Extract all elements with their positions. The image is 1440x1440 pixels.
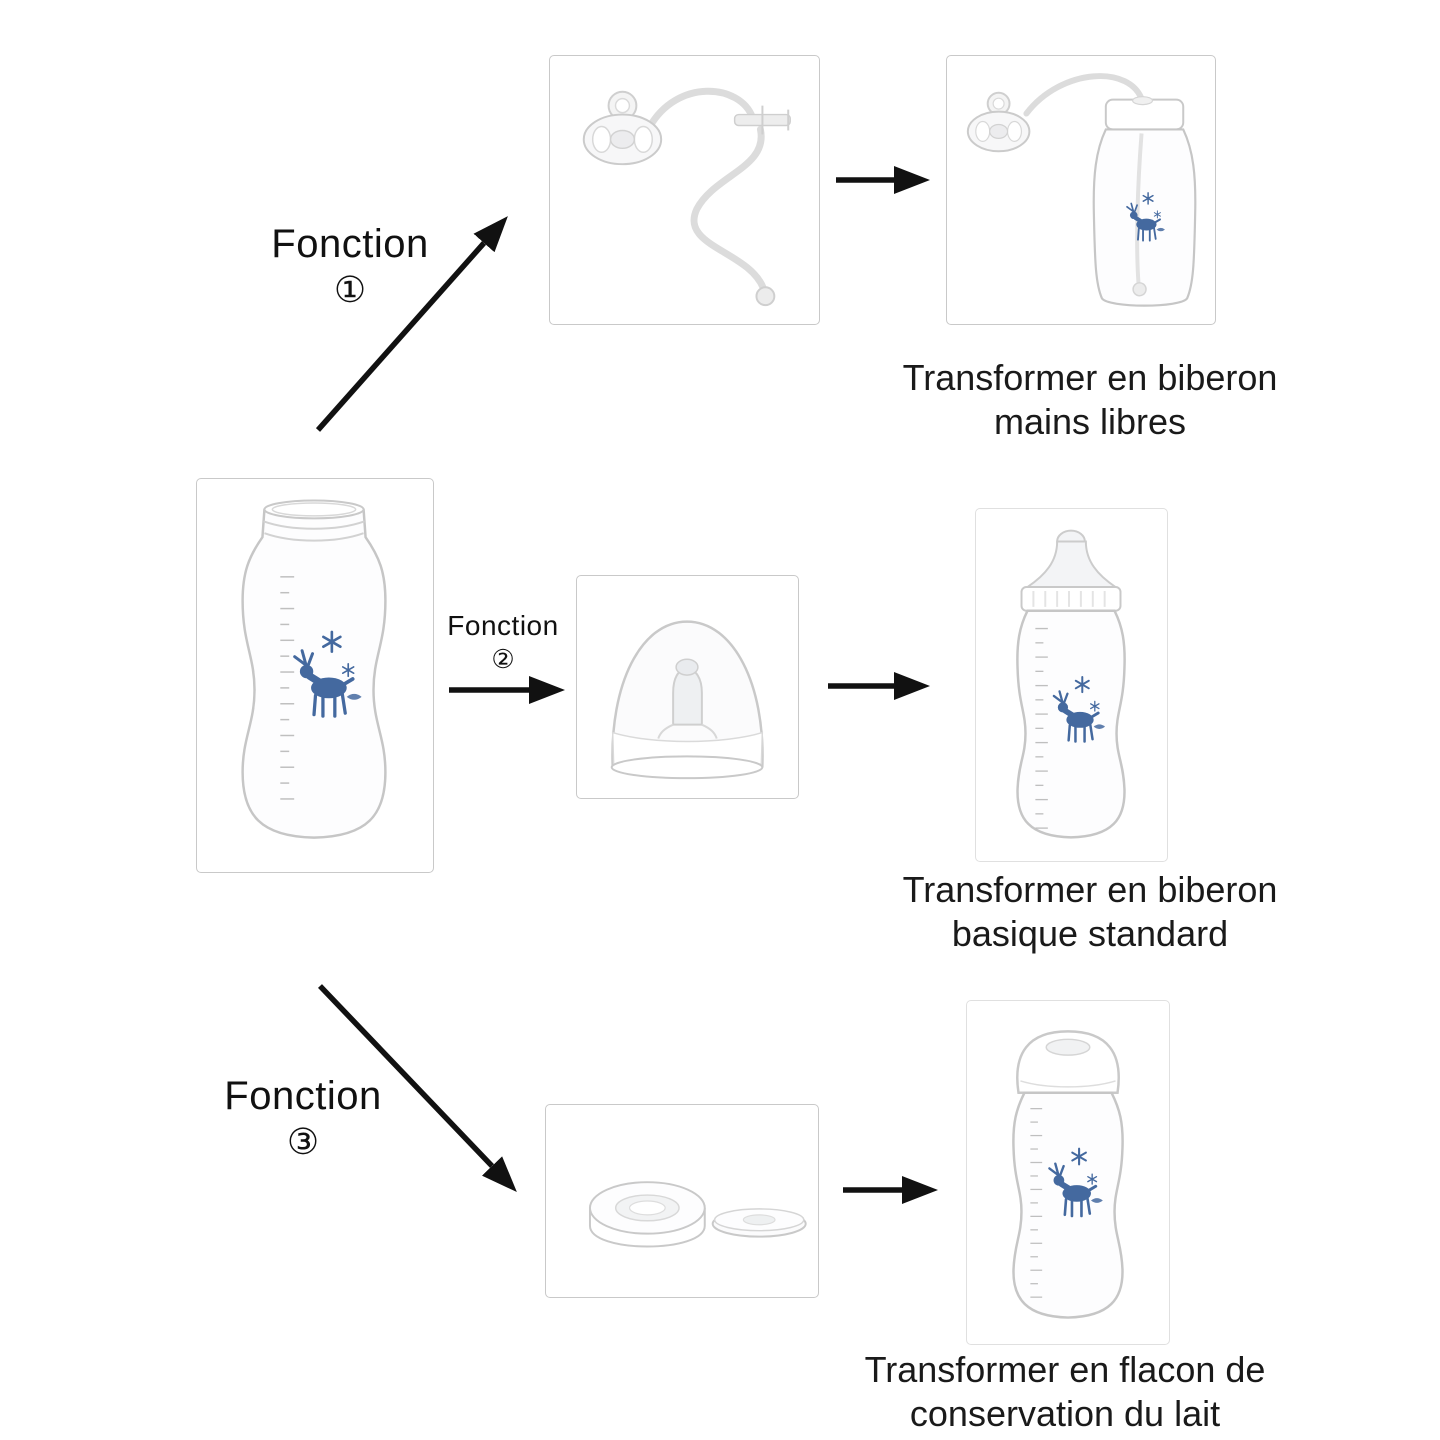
caption-line: basique standard: [951, 912, 1229, 954]
fonction-2-word: Fonction: [447, 610, 559, 641]
fonction-1-number: ①: [333, 269, 367, 310]
storage-flask-box: [966, 1000, 1170, 1345]
fonction-3-label: Fonction ③: [203, 1074, 403, 1163]
fonction-1-label: Fonction ①: [250, 222, 450, 311]
tube-connector-icon: [733, 105, 791, 135]
storage-lid-box: [545, 1104, 819, 1298]
fonction-3-word: Fonction: [224, 1074, 382, 1118]
pacifier-tube-box: [549, 55, 820, 325]
source-bottle-illustration: [241, 499, 387, 839]
storage-flask-illustration: [1012, 1030, 1124, 1319]
teat-cap-box: [576, 575, 799, 799]
sealing-disc-icon: [711, 1208, 807, 1238]
caption-line: Transformer en biberon: [902, 869, 1278, 910]
hands-free-bottle-box: [946, 55, 1216, 325]
caption-line: Transformer en biberon: [902, 357, 1278, 398]
hands-free-bottle-illustration: [966, 73, 1197, 307]
pacifier-icon: [582, 90, 663, 166]
source-bottle-box: [196, 478, 434, 873]
caption-conservation-lait: Transformer en flacon de conservation du…: [770, 1348, 1360, 1436]
teat-cap-illustration: [610, 620, 764, 780]
caption-mains-libres: Transformer en biberon mains libres: [830, 356, 1350, 444]
pacifier-icon: [966, 91, 1031, 153]
fonction-1-word: Fonction: [271, 222, 429, 266]
pacifier-tube-illustration: [582, 87, 791, 307]
caption-basique-standard: Transformer en biberon basique standard: [830, 868, 1350, 956]
bottle-with-straw-icon: [1092, 96, 1197, 307]
fonction-3-number: ③: [286, 1121, 320, 1162]
standard-bottle-illustration: [1016, 529, 1126, 839]
caption-line: mains libres: [993, 400, 1187, 442]
standard-bottle-box: [975, 508, 1168, 862]
caption-line: conservation du lait: [909, 1392, 1221, 1434]
fonction-2-number: ②: [491, 644, 515, 674]
storage-lid-illustration: [588, 1181, 807, 1248]
caption-line: Transformer en flacon de: [864, 1349, 1266, 1390]
screw-lid-icon: [588, 1181, 706, 1248]
fonction-2-label: Fonction ②: [441, 610, 565, 675]
